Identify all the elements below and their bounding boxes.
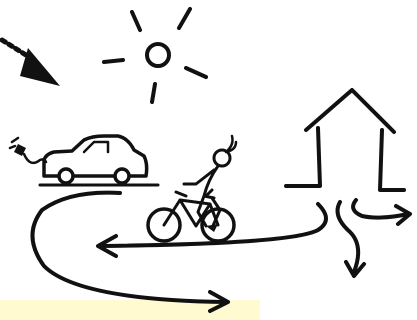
house-icon	[286, 90, 404, 190]
bicycle-icon	[148, 190, 234, 241]
sun-icon	[104, 9, 206, 102]
plug-icon	[10, 138, 46, 163]
car-icon	[40, 136, 158, 185]
arrow-icon	[353, 200, 410, 224]
dashed-arrow-icon	[2, 40, 60, 86]
